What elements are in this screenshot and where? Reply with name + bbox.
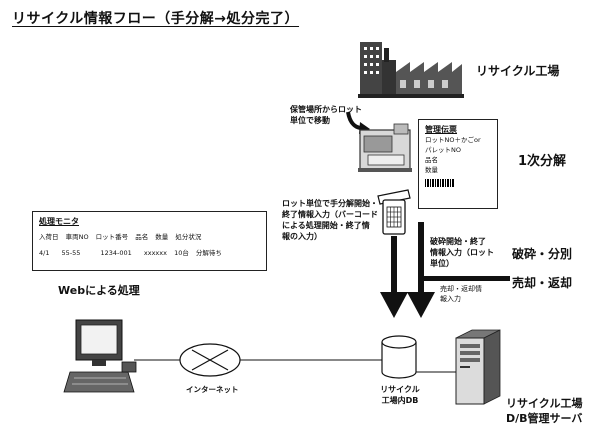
monitor-header-cell: 品名 [135,233,149,241]
crush-note-line: 破砕開始・終了 [430,237,486,246]
arrow-right-head [407,292,435,318]
monitor-header-row: 入荷日 車両NO ロット番号 品名 数量 処分状況 [39,231,260,243]
handheld-note-line: ロット単位で手分解開始・ [282,199,378,208]
monitor-cell: 55-55 [61,249,81,257]
storage-move-line-2: 単位で移動 [290,116,330,125]
monitor-header-cell: 入荷日 [39,233,59,241]
crush-note: 破砕開始・終了 情報入力（ロット 単位） [430,236,494,269]
monitor-header-cell: 車両NO [65,233,89,241]
storage-move-line-1: 保管場所からロット [290,105,362,114]
monitor-cell: xxxxxx [143,249,167,257]
monitor-cell: 1234-001 [100,249,132,257]
database-label: リサイクル 工場内DB [372,384,428,406]
handheld-note-line: による処理開始・終了情 [282,221,370,230]
database-label-line-2: 工場内DB [381,396,419,405]
monitor-cell: 10台 [174,249,189,257]
monitor-header-cell: 数量 [155,233,169,241]
processing-monitor: 処理モニタ 入荷日 車両NO ロット番号 品名 数量 処分状況 4/1 55-5… [32,211,267,271]
sale-feed-line [424,276,510,281]
server-label-line-2: D/B管理サーバ [506,412,583,425]
sale-note-line: 売却・返却情 [440,285,482,293]
slip-title: 管理伝票 [425,125,457,134]
crush-note-line: 情報入力（ロット [430,248,494,257]
handheld-note: ロット単位で手分解開始・ 終了情報入力（バーコード による処理開始・終了情 報の… [282,198,378,242]
monitor-title: 処理モニタ [39,217,79,226]
stage-primary-label: 1次分解 [518,154,567,169]
barcode-icon [425,179,455,187]
arrow-left-shaft [391,236,397,292]
server-label-line-1: リサイクル工場 [506,397,583,410]
monitor-data-row: 4/1 55-55 1234-001 xxxxxx 10台 分解待ち [39,247,260,259]
handheld-note-line: 報の入力） [282,232,322,241]
factory-icon [358,42,464,98]
arrow-left-head [380,292,408,318]
handheld-note-line: 終了情報入力（バーコード [282,210,378,219]
sale-note-line: 報入力 [440,295,461,303]
monitor-cell: 分解待ち [195,249,222,257]
sale-note: 売却・返却情 報入力 [440,284,482,304]
monitor-header-cell: 処分状況 [175,233,202,241]
barcode-terminal-icon [377,189,411,235]
internet-label: インターネット [186,385,239,394]
factory-label: リサイクル工場 [476,64,560,78]
management-slip: 管理伝票 ロットNO＋かごor パレットNO 品名 数量 [418,119,498,209]
web-processing-label: Webによる処理 [58,284,140,297]
arrow-right-shaft [418,222,424,292]
internet-cloud-icon [179,343,241,377]
slip-line: 品名 [425,156,438,164]
server-label: リサイクル工場 D/B管理サーバ [506,396,582,426]
database-label-line-1: リサイクル [380,385,420,394]
storage-move-note: 保管場所からロット 単位で移動 [290,104,362,126]
diagram-title: リサイクル情報フロー（手分解→処分完了） [12,11,300,27]
crush-note-line: 単位） [430,259,454,268]
slip-line: ロットNO＋かごor [425,136,481,144]
slip-line: パレットNO [425,146,461,154]
database-icon [381,335,417,379]
slip-line: 数量 [425,166,438,174]
server-icon [455,329,501,405]
monitor-header-cell: ロット番号 [95,233,129,241]
stage-sale-label: 売却・返却 [512,276,573,290]
monitor-cell: 4/1 [39,249,50,257]
stage-crush-label: 破砕・分別 [512,247,573,261]
disassembly-station-icon [358,123,412,172]
computer-icon [63,319,137,393]
